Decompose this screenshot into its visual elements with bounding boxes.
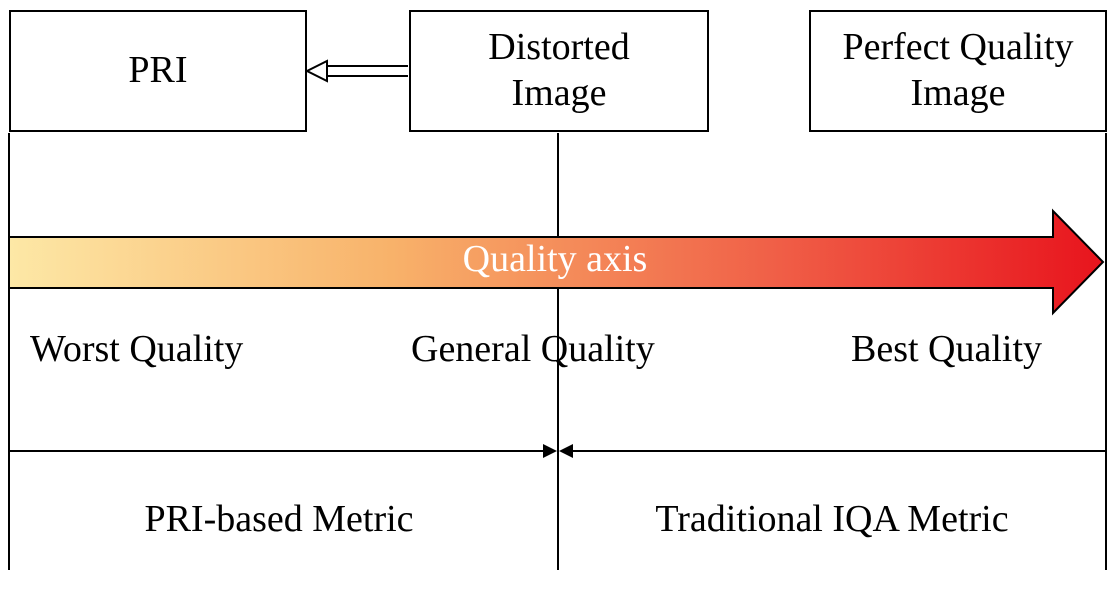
worst-quality-label: Worst Quality [30,328,244,370]
traditional-range-arrow [559,444,1106,458]
quality-axis-arrow [8,208,1105,316]
distorted-to-pri-arrow [304,59,408,83]
distorted-image-label: Distorted Image [488,26,630,114]
pri-box: PRI [9,10,307,132]
pri-range-arrow [9,444,557,458]
pri-box-label: PRI [128,49,188,92]
quality-axis-label: Quality axis [462,238,648,280]
perfect-quality-image-label: Perfect Quality Image [842,26,1074,114]
best-quality-label: Best Quality [851,328,1043,370]
perfect-quality-image-box: Perfect Quality Image [809,10,1107,132]
pri-based-metric-label: PRI-based Metric [144,498,414,540]
traditional-iqa-metric-label: Traditional IQA Metric [655,498,1009,540]
distorted-image-box: Distorted Image [409,10,709,132]
general-quality-label: General Quality [411,328,655,370]
